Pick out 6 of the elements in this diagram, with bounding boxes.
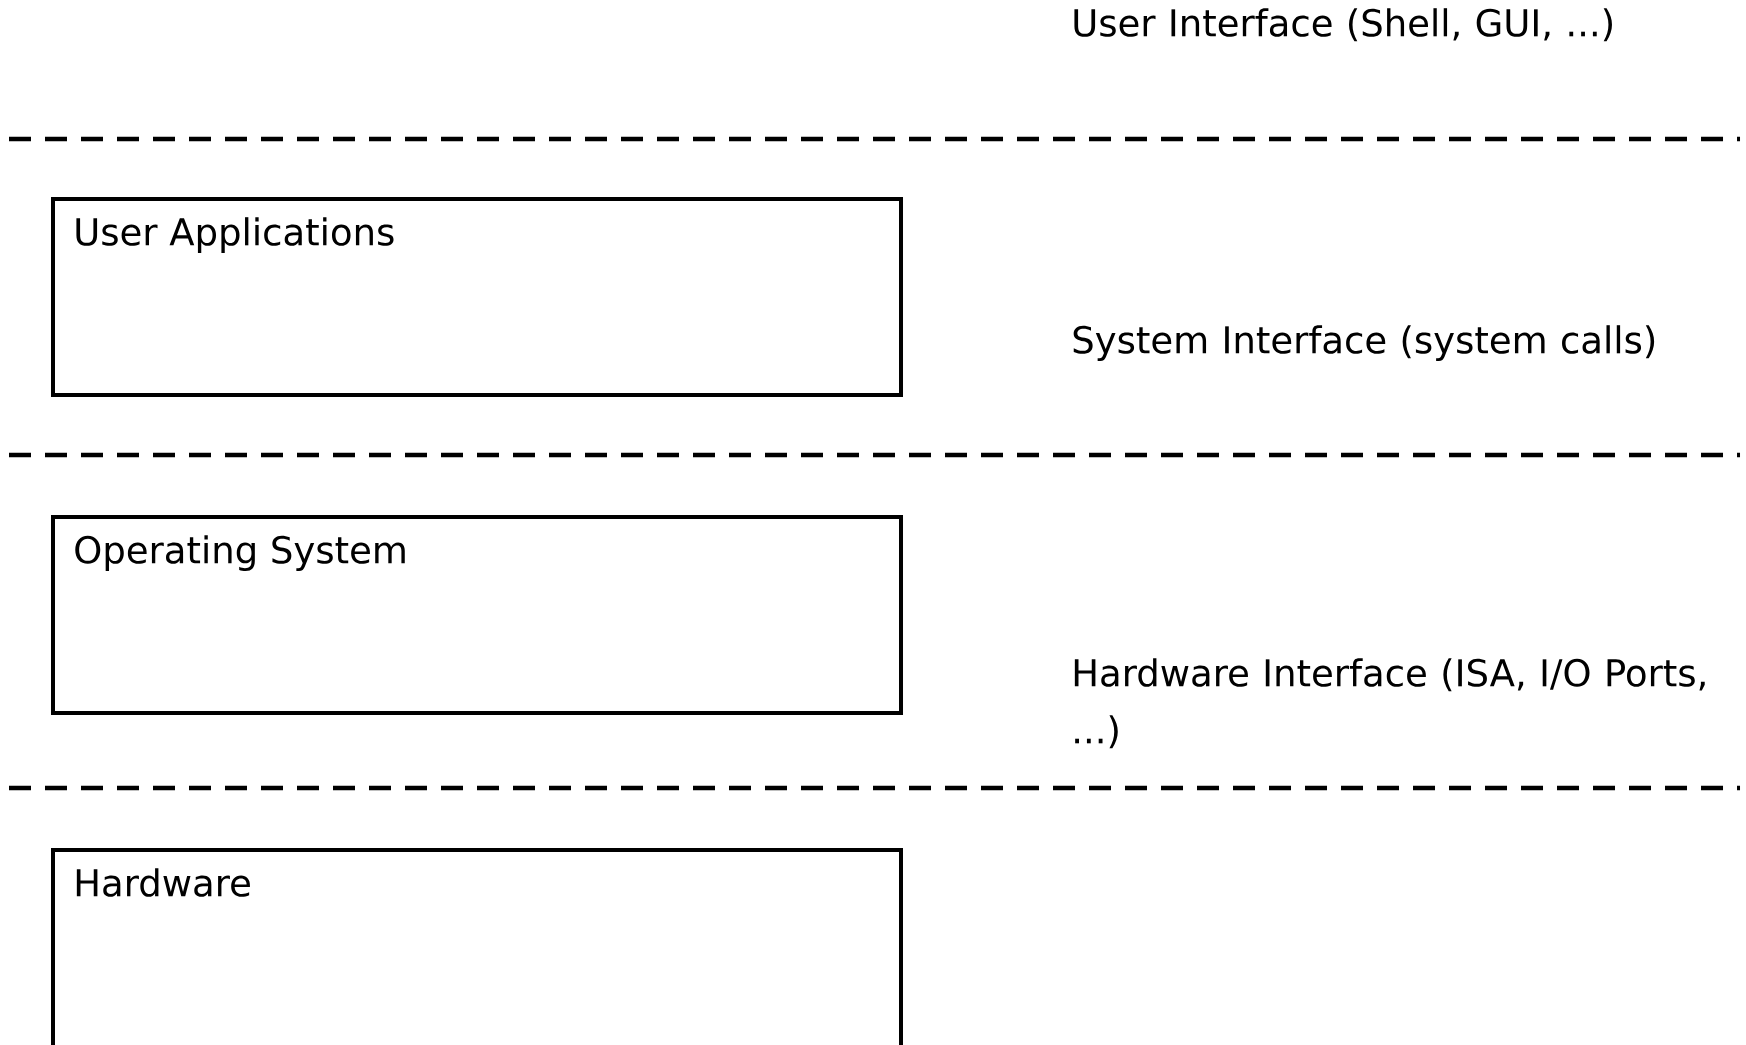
interface-label: Hardware Interface (ISA, I/O Ports, ...) [1074, 658, 1705, 749]
layer-box: Operating System [51, 515, 903, 715]
interface-label: User Interface (Shell, GUI, ...) [1074, 8, 1612, 42]
layer-box: User Applications [51, 197, 903, 397]
interface-label: System Interface (system calls) [1073, 325, 1655, 361]
layer-box: Hardware [51, 848, 903, 1045]
